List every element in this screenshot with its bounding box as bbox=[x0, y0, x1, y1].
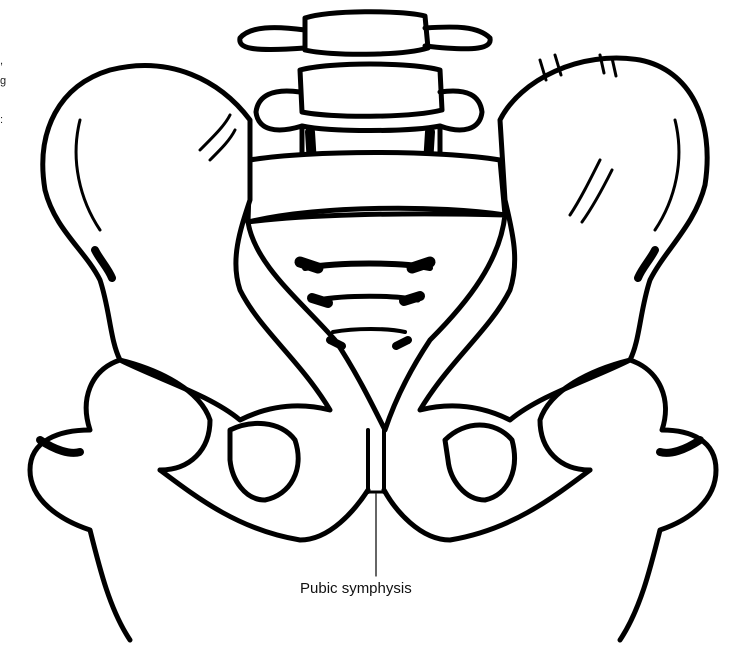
edge-text-fragment: g bbox=[0, 75, 6, 87]
lumbar-vertebra-upper bbox=[240, 12, 490, 55]
pubic-rami bbox=[160, 430, 590, 540]
edge-text-fragment: : bbox=[0, 114, 3, 126]
edge-text-fragment: , bbox=[0, 55, 3, 67]
pubic-symphysis-label: Pubic symphysis bbox=[300, 580, 412, 597]
